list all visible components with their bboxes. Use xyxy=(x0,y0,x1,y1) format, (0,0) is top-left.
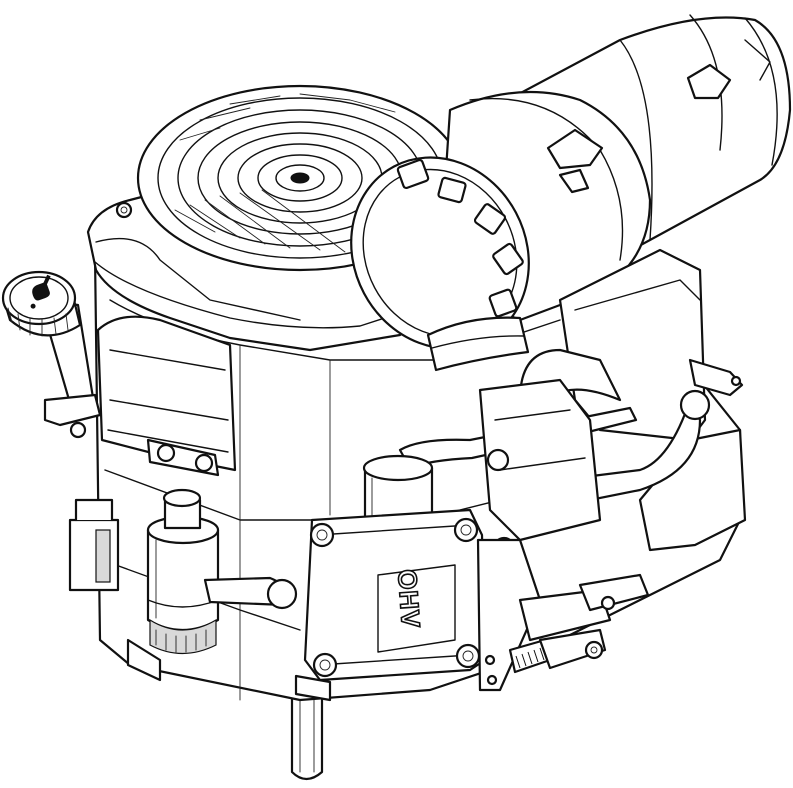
ohv-marking: OHV xyxy=(392,568,426,629)
oil-fill-cap xyxy=(1,270,82,337)
fuel-pump xyxy=(68,498,120,592)
end-cap-lugs xyxy=(396,158,524,318)
carburetor-area xyxy=(478,378,602,560)
air-cleaner-end-cap xyxy=(350,156,530,350)
starter-motor xyxy=(146,488,220,654)
throttle-bracket xyxy=(476,538,650,692)
solenoid-bracket xyxy=(146,438,220,477)
pto-shaft xyxy=(290,688,324,781)
air-cleaner-clamp-right xyxy=(686,39,771,100)
air-cleaner-clamp-upper xyxy=(546,128,604,194)
governor-spring xyxy=(508,638,552,674)
valve-cover: OHV xyxy=(303,508,487,682)
lower-left-mount xyxy=(126,638,332,702)
air-intake-elbow xyxy=(426,316,530,372)
wire-harness xyxy=(203,576,298,610)
choke-control-arm xyxy=(538,628,607,670)
oil-can-icon xyxy=(30,274,51,309)
screen-mesh xyxy=(174,93,396,253)
